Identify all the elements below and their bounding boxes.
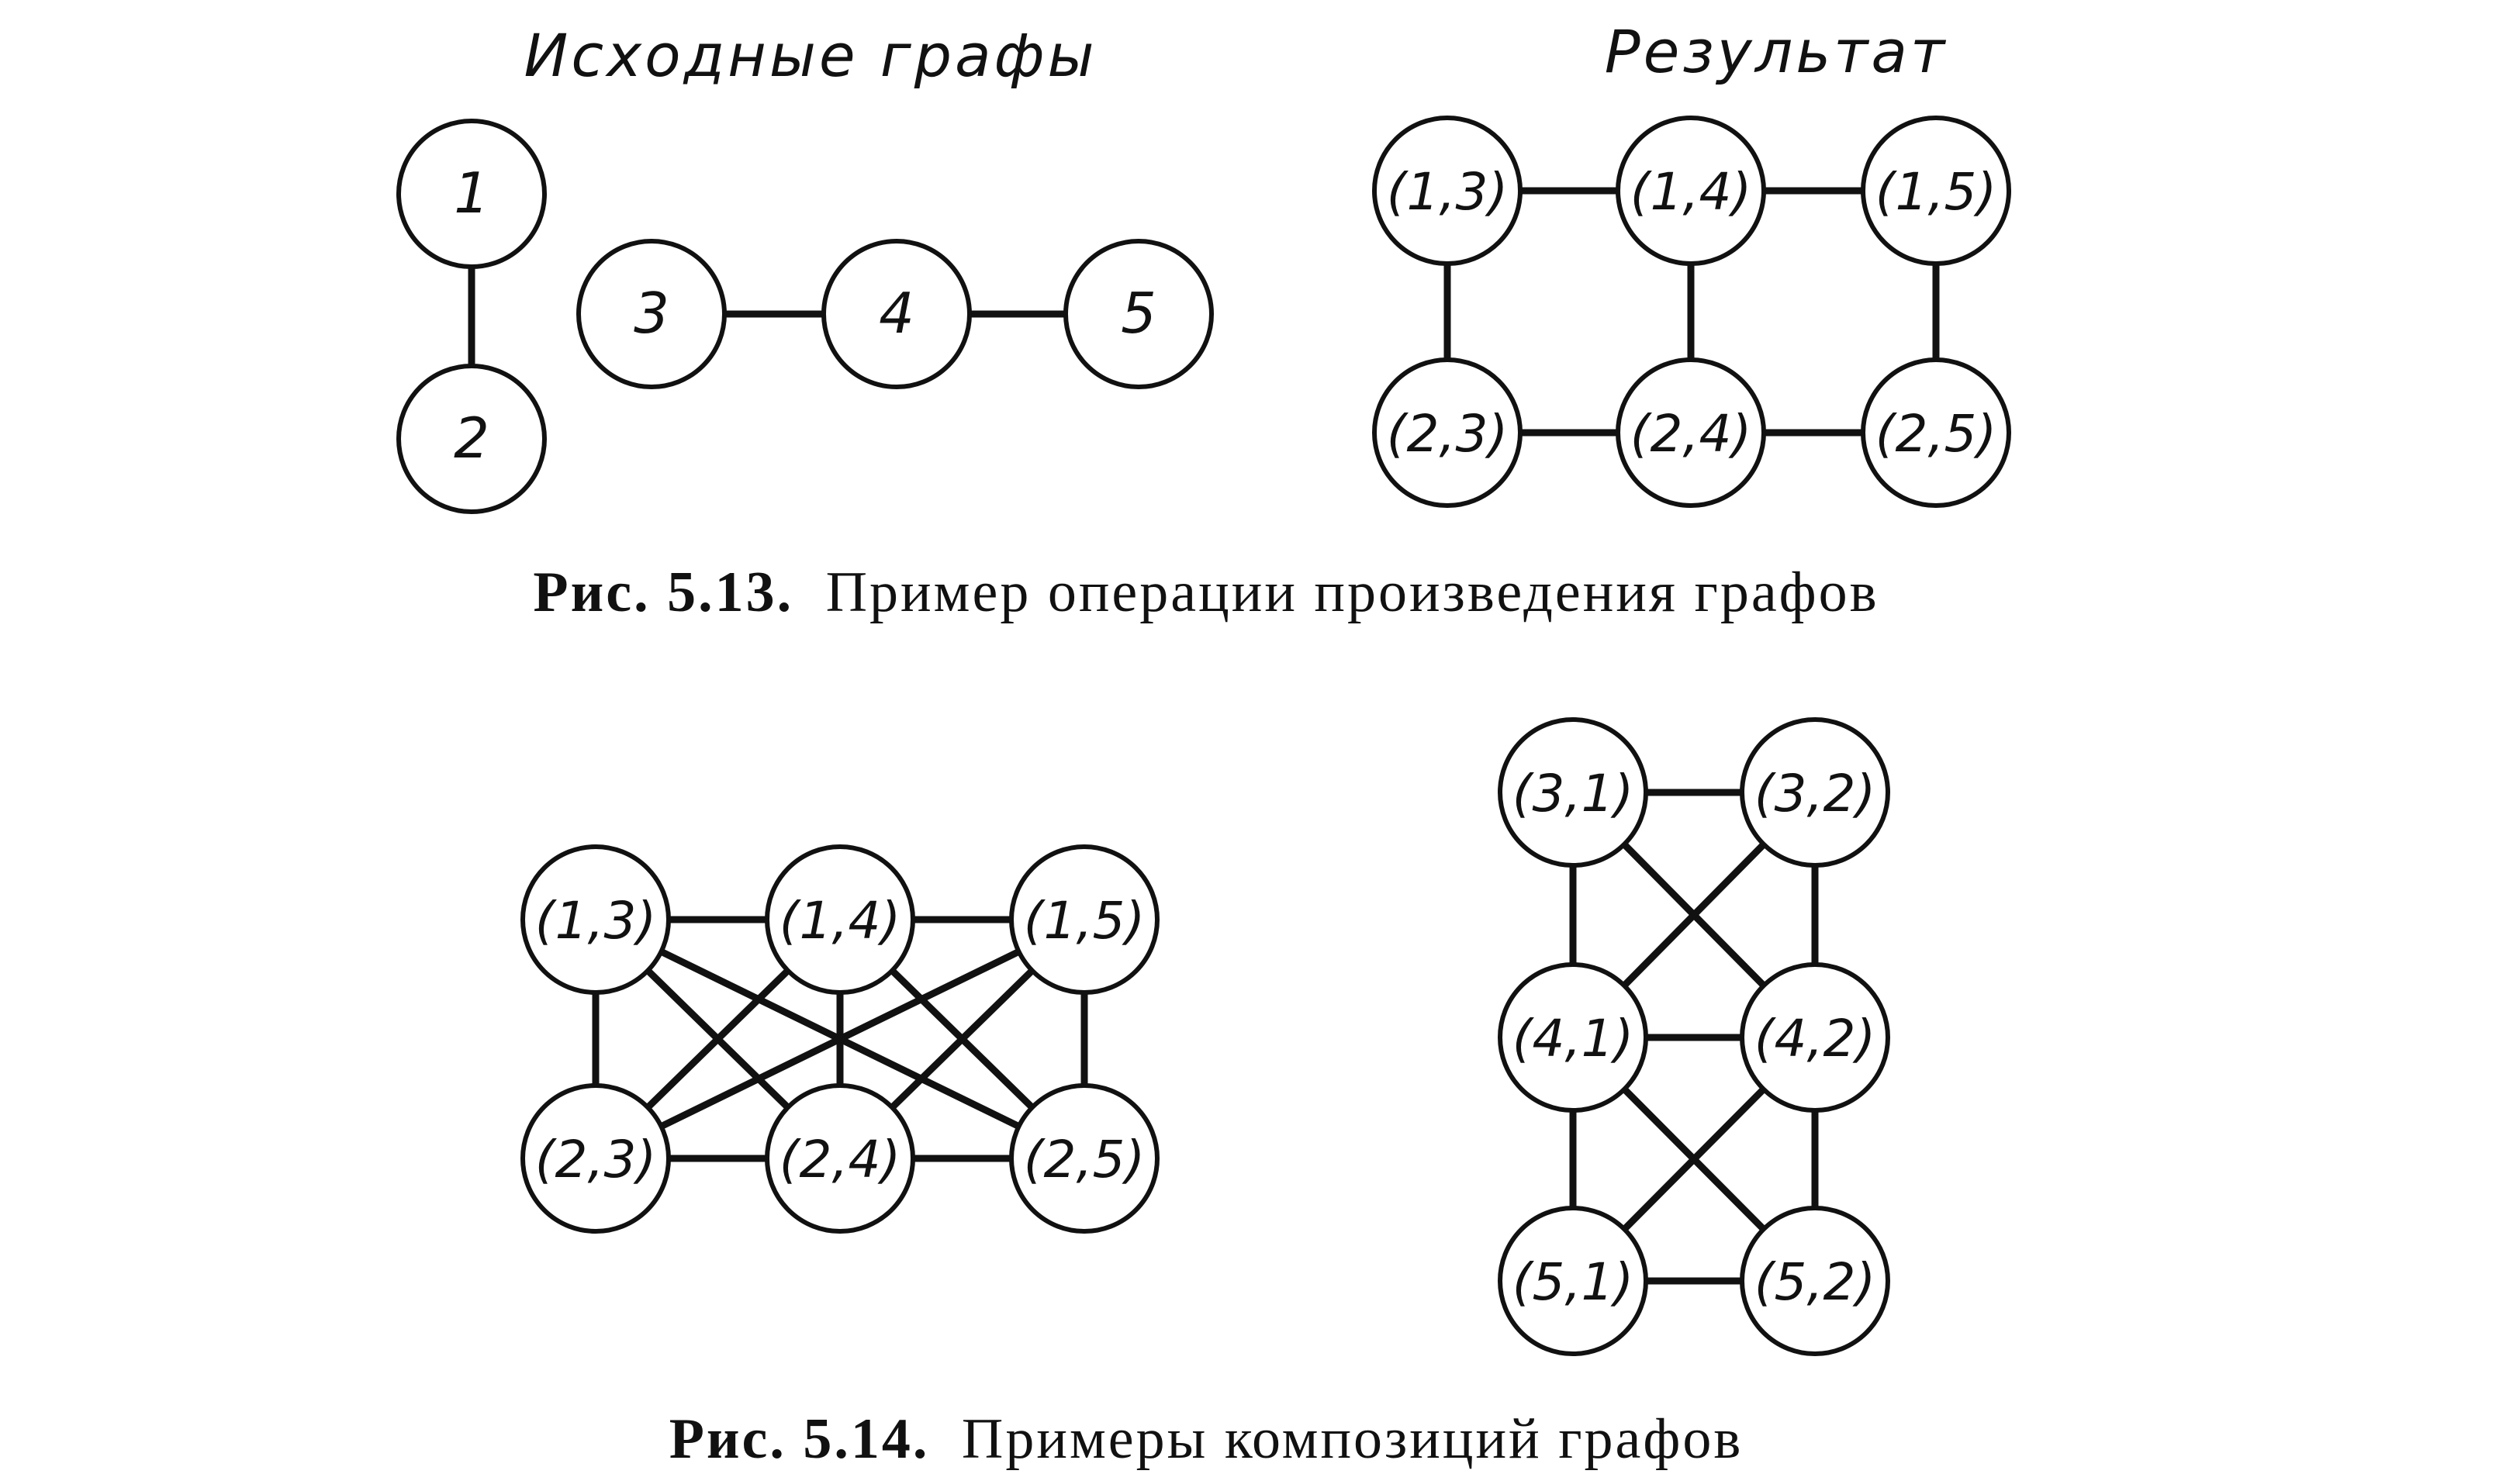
figure-5-13-caption: Рис. 5.13. Пример операции произведения … — [533, 561, 1879, 624]
composition-graph-left-node-label-1-3: (1,3) — [535, 891, 656, 951]
composition-graph-right-node-4-2 — [1740, 962, 1890, 1113]
composition-graph-right-node-5-1 — [1498, 1206, 1648, 1356]
composition-graph-right-node-label-5-1: (5,1) — [1512, 1252, 1633, 1312]
source-graph-b-node-label-4: 4 — [879, 281, 914, 346]
composition-graph-left-node-label-2-5: (2,5) — [1024, 1130, 1145, 1189]
product-result-graph: (1,3) (1,4) (1,5) (2,3) (2,4) (2,5) — [1372, 116, 2011, 508]
product-result-graph-node-1-4 — [1616, 116, 1766, 266]
composition-graph-left-node-label-1-5: (1,5) — [1024, 891, 1145, 951]
source-graph-b-node-label-5: 5 — [1121, 281, 1156, 346]
result-heading: Результат — [1605, 17, 1948, 86]
composition-graph-right-node-label-4-2: (4,2) — [1754, 1009, 1875, 1068]
composition-graph-left-edge-1-5-to-2-3 — [592, 916, 1088, 1162]
product-result-graph-node-label-1-4: (1,4) — [1630, 162, 1751, 222]
composition-graph-right-node-label-3-2: (3,2) — [1754, 764, 1875, 823]
product-result-graph-node-label-1-3: (1,3) — [1387, 162, 1508, 222]
source-graph-a-node-1 — [396, 119, 547, 269]
composition-graph-left-node-1-4 — [765, 844, 915, 995]
source-graph-a-node-label-2: 2 — [454, 406, 489, 471]
composition-graph-right-node-3-1 — [1498, 717, 1648, 868]
composition-graph-right-node-4-1 — [1498, 962, 1648, 1113]
product-result-graph-node-2-5 — [1861, 357, 2011, 508]
product-result-graph-node-2-4 — [1616, 357, 1766, 508]
composition-graph-right: (3,1) (3,2) (4,1) (4,2) (5,1) (5,2) — [1498, 717, 1890, 1356]
source-graph-b-node-3 — [576, 239, 727, 389]
product-result-graph-node-1-5 — [1861, 116, 2011, 266]
product-result-graph-node-1-3 — [1372, 116, 1523, 266]
composition-graph-left-node-label-1-4: (1,4) — [780, 891, 900, 951]
figure-5-14-caption-number: Рис. 5.14. — [669, 1407, 930, 1471]
composition-graph-left-node-1-5 — [1009, 844, 1160, 995]
source-graph-b: 3 4 5 — [576, 239, 1214, 389]
composition-graph-left-node-2-4 — [765, 1083, 915, 1234]
figure-5-13-caption-number: Рис. 5.13. — [533, 561, 793, 624]
composition-graph-right-node-5-2 — [1740, 1206, 1890, 1356]
composition-graph-right-node-label-5-2: (5,2) — [1754, 1252, 1875, 1312]
product-result-graph-node-2-3 — [1372, 357, 1523, 508]
figure-5-14-caption: Рис. 5.14. Примеры композиций графов — [669, 1407, 1744, 1471]
composition-graph-left-node-label-2-3: (2,3) — [535, 1130, 656, 1189]
source-graph-a-node-label-1: 1 — [454, 161, 489, 226]
product-result-graph-node-label-2-3: (2,3) — [1387, 404, 1508, 464]
composition-graph-right-node-3-2 — [1740, 717, 1890, 868]
source-graph-a: 12 — [396, 119, 547, 514]
composition-graph-left: (1,3) (1,4) (1,5) (2,3) (2,4) (2,5) — [520, 844, 1160, 1234]
product-result-graph-node-label-2-4: (2,4) — [1630, 404, 1751, 464]
composition-graph-right-node-label-3-1: (3,1) — [1512, 764, 1633, 823]
source-graph-a-node-2 — [396, 364, 547, 514]
source-graph-b-node-label-3: 3 — [634, 281, 669, 346]
product-result-graph-node-label-2-5: (2,5) — [1875, 404, 1996, 464]
source-graphs-heading: Исходные графы — [524, 21, 1098, 90]
source-graph-b-node-5 — [1063, 239, 1214, 389]
figure-5-14-caption-text: Примеры композиций графов — [962, 1407, 1743, 1471]
composition-graph-left-node-1-3 — [520, 844, 671, 995]
composition-graph-left-node-2-5 — [1009, 1083, 1160, 1234]
product-result-graph-node-label-1-5: (1,5) — [1875, 162, 1996, 222]
composition-graph-right-node-label-4-1: (4,1) — [1512, 1009, 1633, 1068]
figure-5-13-caption-text: Пример операции произведения графов — [826, 561, 1879, 624]
composition-graph-left-node-2-3 — [520, 1083, 671, 1234]
source-graph-b-node-4 — [821, 239, 972, 389]
composition-graph-left-node-label-2-4: (2,4) — [780, 1130, 900, 1189]
